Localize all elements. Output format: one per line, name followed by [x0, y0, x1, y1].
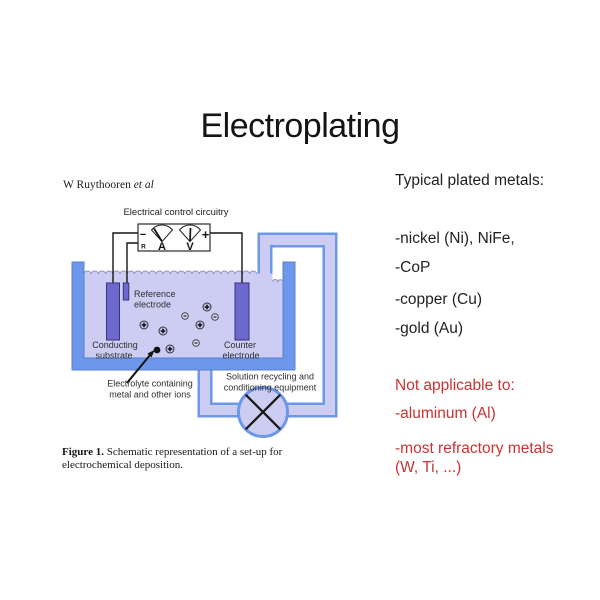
conducting-substrate-electrode	[106, 282, 120, 341]
label-reference-electrode-line1: Reference	[134, 289, 176, 299]
label-conducting-substrate-line2: substrate	[95, 351, 132, 361]
plated-metal-item: -gold (Au)	[395, 320, 464, 337]
left-electrode-wire	[112, 232, 138, 290]
not-applicable-item: -most refractory metals (W, Ti, ...)	[395, 440, 554, 476]
label-conducting-substrate-line1: Conducting	[92, 340, 138, 350]
positive-ion-icon	[139, 320, 149, 330]
recycling-pipe	[200, 235, 335, 415]
voltmeter-label: V	[186, 241, 194, 253]
counter-electrode-wire	[210, 232, 243, 290]
page-title: Electroplating	[200, 107, 400, 145]
plating-tank	[71, 261, 296, 371]
attribution-author: W Ruythooren	[63, 179, 131, 191]
label-solution-recycling-line1: Solution recycling and	[226, 372, 314, 382]
plated-metal-item: -CoP	[395, 259, 431, 276]
label-counter-electrode-line1: Counter	[224, 340, 256, 350]
plated-metal-item: -nickel (Ni), NiFe,	[395, 230, 515, 247]
positive-ion-icon	[202, 302, 212, 312]
figure-caption-text: Schematic representation of a set-up for…	[62, 446, 283, 471]
ammeter-label: A	[158, 241, 166, 253]
terminal-r: R	[141, 244, 146, 251]
counter-electrode	[234, 282, 250, 341]
label-solution-recycling-line2: conditioning equipment	[224, 383, 317, 393]
electrolyte-pointer-dot	[153, 346, 161, 354]
negative-ion-icon	[192, 339, 200, 347]
terminal-plus: +	[202, 227, 210, 242]
circuit-label: Electrical control circuitry	[123, 207, 228, 218]
positive-ion-icon	[158, 326, 168, 336]
terminal-minus: −	[140, 229, 146, 241]
label-electrolyte-line2: metal and other ions	[109, 390, 191, 400]
pipe-wall-gap	[272, 250, 283, 281]
liquid-surface-wave	[83, 270, 258, 275]
ammeter-icon	[150, 224, 174, 243]
plated-metal-item: -copper (Cu)	[395, 291, 482, 308]
not-applicable-item: -aluminum (Al)	[395, 405, 496, 422]
electrolyte-arrowhead-icon	[147, 350, 155, 358]
label-counter-electrode-line2: electrode	[222, 351, 259, 361]
label-reference-electrode-line2: electrode	[134, 300, 171, 310]
figure-caption-label: Figure 1.	[62, 446, 104, 458]
not-applicable-heading: Not applicable to:	[395, 377, 515, 394]
electroplating-diagram: Electrical control circuitry A V − + R	[71, 207, 338, 438]
pump-cross-icon	[244, 393, 282, 431]
negative-ion-icon	[181, 312, 189, 320]
figure-caption: Figure 1. Schematic representation of a …	[62, 446, 314, 472]
positive-ion-icon	[195, 320, 205, 330]
positive-ion-icon	[165, 344, 175, 354]
figure-attribution: W Ruythooren et al	[63, 179, 154, 191]
electrolyte-pointer-arrow	[126, 354, 151, 384]
label-electrolyte-line1: Electrolyte containing	[107, 379, 193, 389]
negative-ion-icon	[211, 313, 219, 321]
plated-metals-heading: Typical plated metals:	[395, 172, 545, 189]
attribution-etal: et al	[133, 179, 154, 191]
voltmeter-needle-icon	[189, 227, 192, 242]
reference-electrode	[122, 282, 130, 301]
liquid-surface-wave-right	[272, 279, 284, 284]
reference-electrode-wire	[126, 242, 138, 290]
ammeter-needle-icon	[153, 228, 163, 242]
